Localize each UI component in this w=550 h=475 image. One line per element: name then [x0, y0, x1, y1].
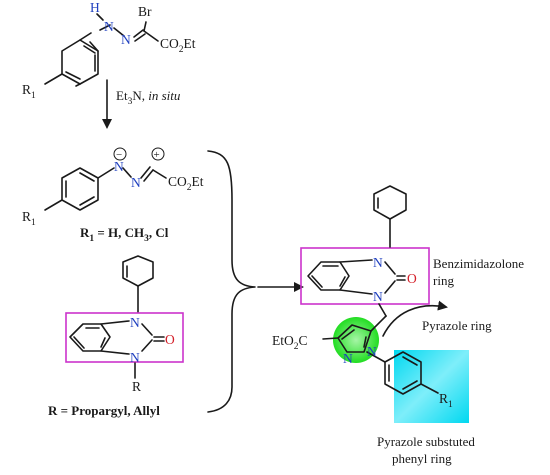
r-substituents-caption: R = Propargyl, Allyl	[48, 403, 160, 418]
benzimidazolone-label-line1: Benzimidazolone	[433, 256, 524, 271]
hydrazone-h-label: H	[90, 0, 100, 15]
dipolarophile-n-top: N	[130, 315, 140, 330]
r1-label-1: R1	[22, 82, 36, 101]
product-n-mid: N	[373, 289, 383, 304]
hydrazonoyl-bromide	[44, 21, 159, 87]
product-molecule	[307, 185, 448, 395]
product-n-top: N	[373, 255, 383, 270]
brace	[207, 150, 256, 413]
imine-n1-label: N	[114, 159, 124, 174]
minus-charge-circle	[113, 147, 127, 161]
plus-charge: +	[154, 149, 160, 161]
nitrile-imine	[44, 166, 167, 211]
pyrazole-n2: N	[343, 351, 353, 366]
r1-label-2: R1	[22, 209, 36, 228]
product-benzimidazolone-box	[300, 247, 430, 305]
r1-substituents-caption: R1 = H, CH3, Cl	[80, 225, 169, 244]
benzimidazolone-label-line2: ring	[433, 273, 454, 288]
product-r1: R1	[439, 391, 453, 410]
phenyl-label-line2: phenyl ring	[392, 451, 452, 466]
plus-charge-circle	[151, 147, 165, 161]
pyrazole-ring-label: Pyrazole ring	[422, 318, 492, 333]
base-condition-label: Et3N, in situ	[116, 88, 181, 107]
minus-charge: −	[116, 149, 122, 161]
dipolarophile-o: O	[165, 332, 175, 347]
imine-n2-label: N	[131, 175, 141, 190]
product-o: O	[407, 271, 417, 286]
dipolarophile-n-bottom: N	[130, 350, 140, 365]
hydrazone-n-label: N	[121, 32, 131, 47]
benzimidazolone-box	[65, 312, 184, 363]
phenyl-highlight	[394, 350, 469, 423]
ester-label-1: CO2Et	[160, 36, 196, 55]
hydrazone-nh-label: N	[104, 19, 114, 34]
ester-label-2: CO2Et	[168, 174, 204, 193]
dipolarophile	[65, 255, 184, 379]
bromine-label: Br	[138, 4, 152, 19]
pyrazole-n1: N	[367, 344, 377, 359]
phenyl-label-line1: Pyrazole substuted	[377, 434, 475, 449]
product-ester-label: EtO2C	[272, 333, 308, 352]
dipolarophile-r: R	[132, 379, 141, 394]
